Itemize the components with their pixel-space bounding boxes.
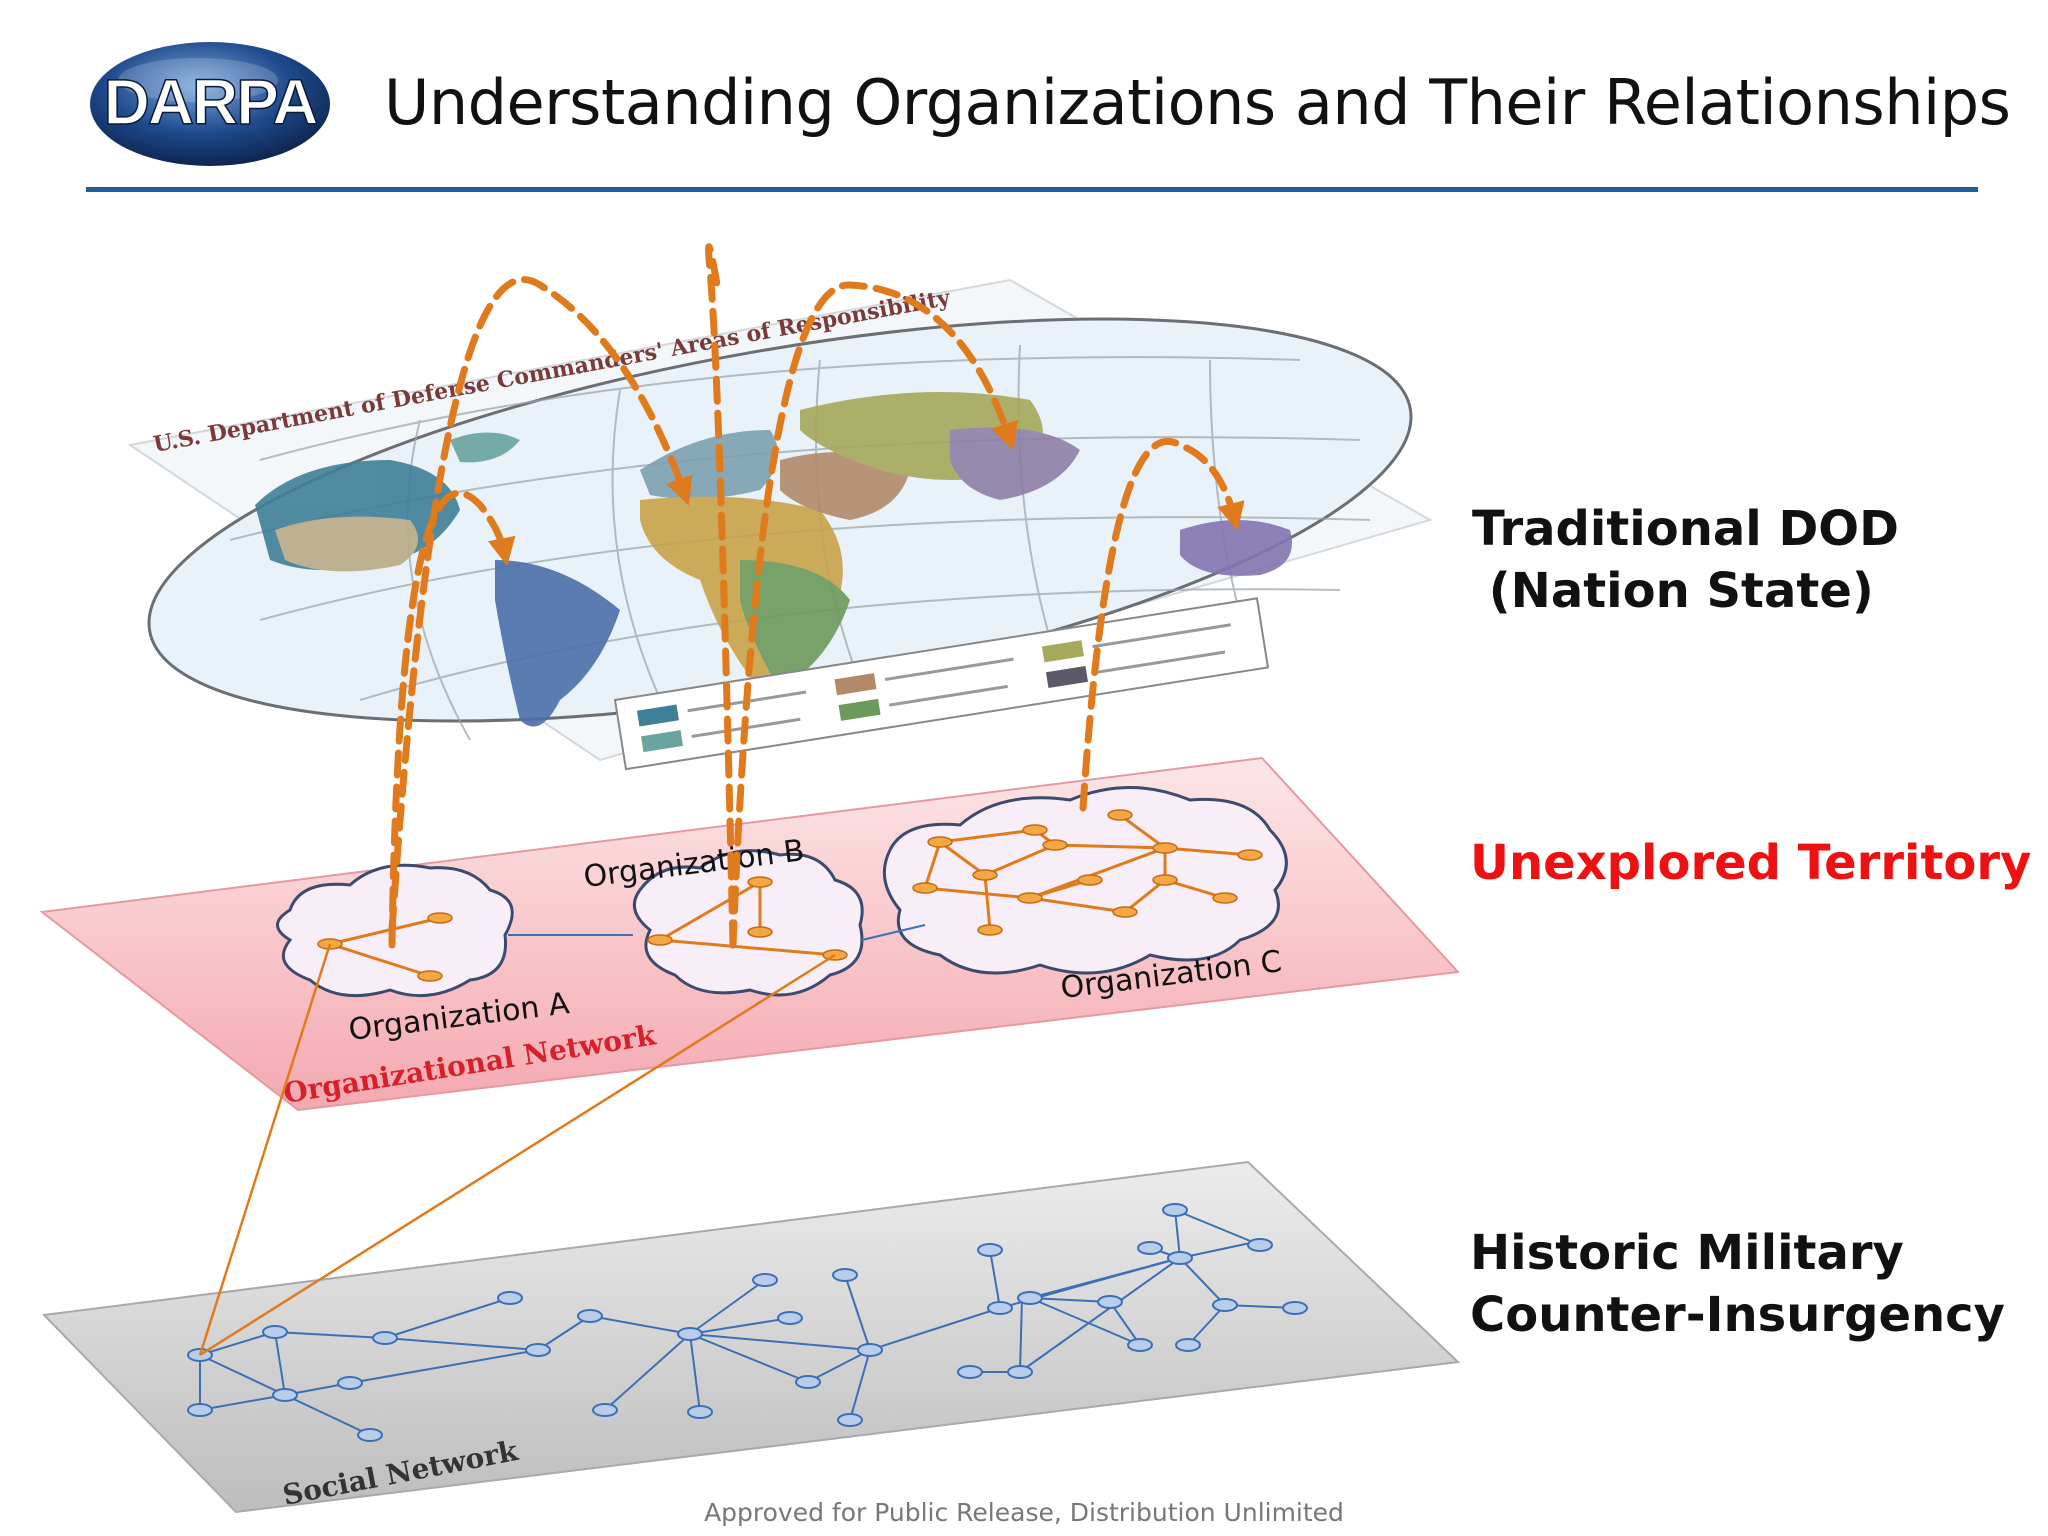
map-legend: [613, 597, 1270, 771]
org-node: [1152, 874, 1178, 886]
social-node: [857, 1343, 883, 1357]
social-node: [1175, 1338, 1201, 1352]
social-plane: [41, 1160, 1461, 1514]
cross-layer-links: [198, 943, 836, 1357]
org-node: [1237, 849, 1263, 861]
dashed-influence-arcs: [388, 243, 1245, 949]
org-node: [747, 926, 773, 938]
social-node: [837, 1413, 863, 1427]
social-node: [497, 1291, 523, 1305]
social-node: [1212, 1298, 1238, 1312]
label-traditional-dod: Traditional DOD (Nation State): [1472, 501, 1899, 619]
org-nodes: [317, 809, 1263, 982]
social-node: [1127, 1338, 1153, 1352]
social-node: [262, 1325, 288, 1339]
social-node: [187, 1403, 213, 1417]
southern-africa-region: [740, 560, 850, 690]
australia-region: [1180, 520, 1292, 576]
release-footer: Approved for Public Release, Distributio…: [704, 1498, 1344, 1527]
social-node: [1137, 1241, 1163, 1255]
org-node: [1077, 874, 1103, 886]
social-node: [1247, 1238, 1273, 1252]
social-node: [1162, 1203, 1188, 1217]
social-node: [1167, 1251, 1193, 1265]
darpa-logo-text: DARPA: [104, 66, 318, 138]
china-region: [950, 427, 1080, 500]
label-unexplored-territory: Unexplored Territory: [1470, 835, 2032, 891]
social-node: [687, 1405, 713, 1419]
org-node: [647, 934, 673, 946]
social-node: [1282, 1301, 1308, 1315]
org-node: [912, 882, 938, 894]
social-node: [777, 1311, 803, 1325]
page-title: Understanding Organizations and Their Re…: [384, 66, 2011, 139]
social-node: [372, 1331, 398, 1345]
social-node: [795, 1375, 821, 1389]
org-node: [427, 912, 453, 924]
social-node: [832, 1268, 858, 1282]
org-node: [1042, 839, 1068, 851]
social-node: [1017, 1291, 1043, 1305]
org-node: [417, 970, 443, 982]
org-node: [1212, 892, 1238, 904]
org-node: [927, 836, 953, 848]
inter-org-links: [508, 924, 926, 941]
social-node: [357, 1428, 383, 1442]
social-node: [525, 1343, 551, 1357]
social-node: [677, 1327, 703, 1341]
arc-org-a-south-america: [388, 489, 516, 949]
org-node: [1112, 906, 1138, 918]
org-node: [1107, 809, 1133, 821]
south-america-region: [495, 560, 620, 727]
social-node: [957, 1365, 983, 1379]
arc-org-b-asia: [729, 281, 1018, 949]
arc-org-c-australia: [1079, 437, 1245, 812]
social-node: [977, 1243, 1003, 1257]
social-node: [1007, 1365, 1033, 1379]
org-node: [747, 876, 773, 888]
org-node: [1022, 824, 1048, 836]
social-node: [337, 1376, 363, 1390]
social-node: [592, 1403, 618, 1417]
social-node: [577, 1309, 603, 1323]
greenland-region: [450, 432, 520, 463]
org-node: [1017, 892, 1043, 904]
social-node: [752, 1273, 778, 1287]
social-node: [272, 1388, 298, 1402]
arc-org-b-north: [705, 243, 737, 949]
map-layer: U.S. Department of Defense Commanders' A…: [127, 278, 1433, 771]
title-rule: [86, 187, 1978, 192]
us-region: [275, 516, 418, 572]
org-node: [1152, 842, 1178, 854]
org-node: [972, 869, 998, 881]
social-node: [987, 1301, 1013, 1315]
label-historic-military: Historic Military Counter-Insurgency: [1470, 1225, 2005, 1343]
social-node: [1097, 1295, 1123, 1309]
arc-org-a-africa: [388, 276, 693, 934]
social-nodes: [187, 1203, 1308, 1442]
org-node: [977, 924, 1003, 936]
continents: [255, 392, 1292, 727]
darpa-logo: DARPA: [90, 42, 330, 166]
